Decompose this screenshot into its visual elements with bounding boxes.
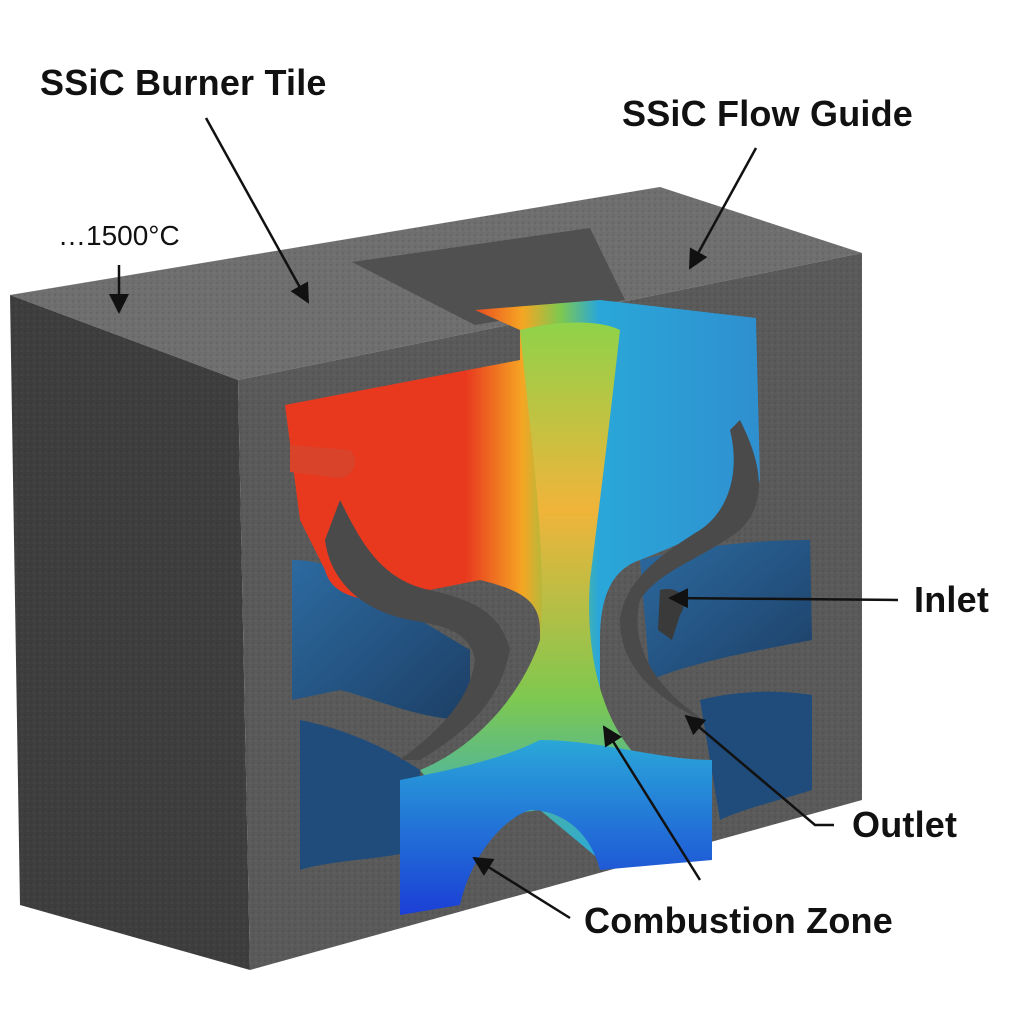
arrow-combustion-a [472,856,571,920]
left-channel-lower [300,720,420,870]
inner-wall-left [325,500,510,760]
inner-wall-right [620,420,759,722]
right-channel-lower [700,691,812,820]
flow-field [285,300,812,915]
label-temperature: …1500°C [58,220,180,251]
left-channel-upper [292,560,470,720]
label-burner-tile: SSiC Burner Tile [40,62,327,103]
label-flow-guide: SSiC Flow Guide [622,93,914,134]
left-ledge [290,445,356,478]
arrow-burner-tile [204,117,310,304]
center-throat [420,322,712,860]
combustion-base [400,740,712,915]
label-outlet: Outlet [852,804,958,845]
leader-lines [109,117,899,920]
arrow-outlet [684,714,834,827]
upper-chamber [285,300,760,700]
arrow-combustion-b [602,725,702,881]
arrow-inlet [668,588,899,609]
label-combustion-zone: Combustion Zone [584,900,893,941]
top-notch [352,228,625,325]
arrow-flow-guide [688,147,758,270]
right-channel-upper [640,540,812,680]
label-inlet: Inlet [914,579,990,620]
